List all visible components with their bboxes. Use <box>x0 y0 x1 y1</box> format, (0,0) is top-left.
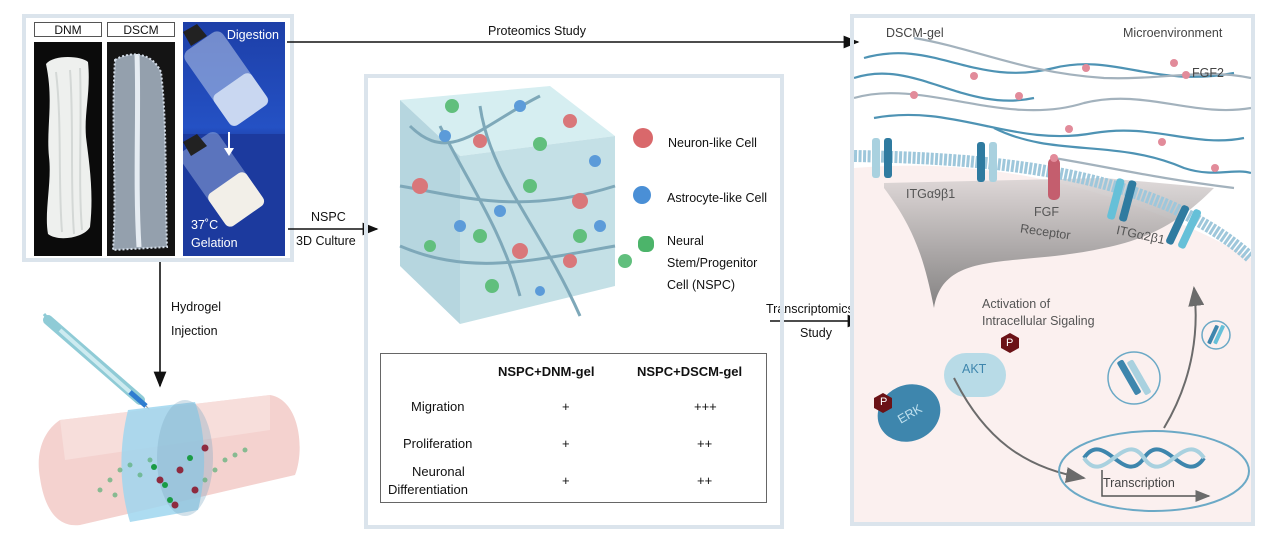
activation-label-2: Intracellular Sigaling <box>982 314 1095 328</box>
erk-protein <box>877 384 941 442</box>
col-header-dnm: NSPC+DNM-gel <box>498 364 595 379</box>
ecm-fibers <box>854 36 1251 190</box>
legend-neuron-label: Neuron-like Cell <box>668 136 757 150</box>
col-header-dscm: NSPC+DSCM-gel <box>637 364 743 379</box>
results-table: NSPC+DNM-gel NSPC+DSCM-gel Migration + +… <box>380 353 767 503</box>
digestion-gelation-photo: Digestion 37˚C Gelation <box>180 22 285 256</box>
culture-panel-frame <box>364 74 784 529</box>
dscm-label: DSCM <box>107 22 175 37</box>
row-label-neuronal: Neuronal <box>412 464 465 479</box>
erk-phospho-label: P <box>880 396 888 408</box>
cell-proliferation-dscm: ++ <box>697 436 713 451</box>
integrin-a9b1-right <box>977 142 997 182</box>
mechanism-illustration <box>854 36 1251 522</box>
integrin-a9b1-left <box>872 138 892 178</box>
activation-label-1: Activation of <box>982 297 1051 311</box>
legend-nspc-label-2: Stem/Progenitor <box>667 256 758 270</box>
receptor-vesicle-small <box>1201 320 1231 350</box>
cell-migration-dnm: + <box>562 399 570 414</box>
akt-phospho-icon <box>1001 333 1019 353</box>
study-label: Study <box>800 326 832 340</box>
fgf-receptor-label-1: FGF <box>1034 205 1059 219</box>
nspc-cell-icon <box>638 236 654 252</box>
dna-helix-icon <box>1082 447 1206 469</box>
erk-phospho-icon <box>874 393 892 413</box>
down-arrow-icon <box>228 132 230 150</box>
spinal-cord-injection-illustration <box>38 313 300 526</box>
nucleus-to-membrane-arrow <box>1163 286 1205 429</box>
nspc-label: NSPC <box>311 210 346 224</box>
down-arrow-head-icon <box>224 148 234 156</box>
dscm-gel-label: DSCM-gel <box>886 26 944 40</box>
dnm-label: DNM <box>34 22 102 37</box>
proteomics-study-label: Proteomics Study <box>488 24 586 38</box>
hydrogel-3d-culture-cube <box>399 86 632 324</box>
legend-astrocyte-label: Astrocyte-like Cell <box>667 191 768 205</box>
fgf2-label: FGF2 <box>1192 66 1224 80</box>
photo-panel-frame <box>22 14 294 262</box>
cell-differentiation-dscm: ++ <box>697 473 713 488</box>
integrin-a2b1-right <box>1166 205 1202 249</box>
gelation-label: Gelation <box>191 236 238 250</box>
hydrogel-label: Hydrogel <box>171 300 222 314</box>
transcription-label: Transcription <box>1103 476 1175 490</box>
astrocyte-cells <box>439 100 606 296</box>
row-label-proliferation: Proliferation <box>403 436 473 451</box>
fgf2-legend-dot-icon <box>1182 71 1190 79</box>
itg-a9b1-label: ITGα9β1 <box>906 187 956 201</box>
legend-nspc-label-3: Cell (NSPC) <box>667 278 736 292</box>
legend-nspc-label-1: Neural <box>667 234 704 248</box>
akt-label: AKT <box>962 362 987 376</box>
nucleus <box>1058 430 1250 512</box>
row-label-differentiation: Differentiation <box>388 482 468 497</box>
injection-label: Injection <box>171 324 218 338</box>
fgf2-molecules <box>910 59 1219 172</box>
erk-to-nucleus-arrow <box>953 377 1086 483</box>
temperature-label: 37˚C <box>191 218 219 232</box>
nspc-cells <box>424 99 632 293</box>
akt-phospho-label: P <box>1006 337 1014 349</box>
digestion-label: Digestion <box>226 28 279 42</box>
dscm-photo <box>107 42 175 256</box>
3d-culture-label: 3D Culture <box>296 234 356 248</box>
fgf-receptor-icon <box>1048 154 1060 200</box>
neuron-cell-icon <box>633 128 653 148</box>
syringe-icon <box>42 313 179 441</box>
cell-differentiation-dnm: + <box>562 473 570 488</box>
transcription-arrow <box>1101 470 1211 502</box>
dnm-photo <box>34 42 102 256</box>
cell-migration-dscm: +++ <box>694 399 717 414</box>
microenvironment-label: Microenvironment <box>1123 26 1223 40</box>
astrocyte-cell-icon <box>633 186 651 204</box>
mechanism-panel-frame <box>850 14 1255 526</box>
akt-protein <box>944 353 1006 397</box>
row-label-migration: Migration <box>411 399 465 414</box>
cell-proliferation-dnm: + <box>562 436 570 451</box>
transcriptomics-label: Transcriptomics <box>766 302 854 316</box>
receptor-vesicle-large <box>1107 351 1161 405</box>
neuron-cells <box>412 114 588 268</box>
integrin-a2b1-left <box>1107 178 1137 222</box>
